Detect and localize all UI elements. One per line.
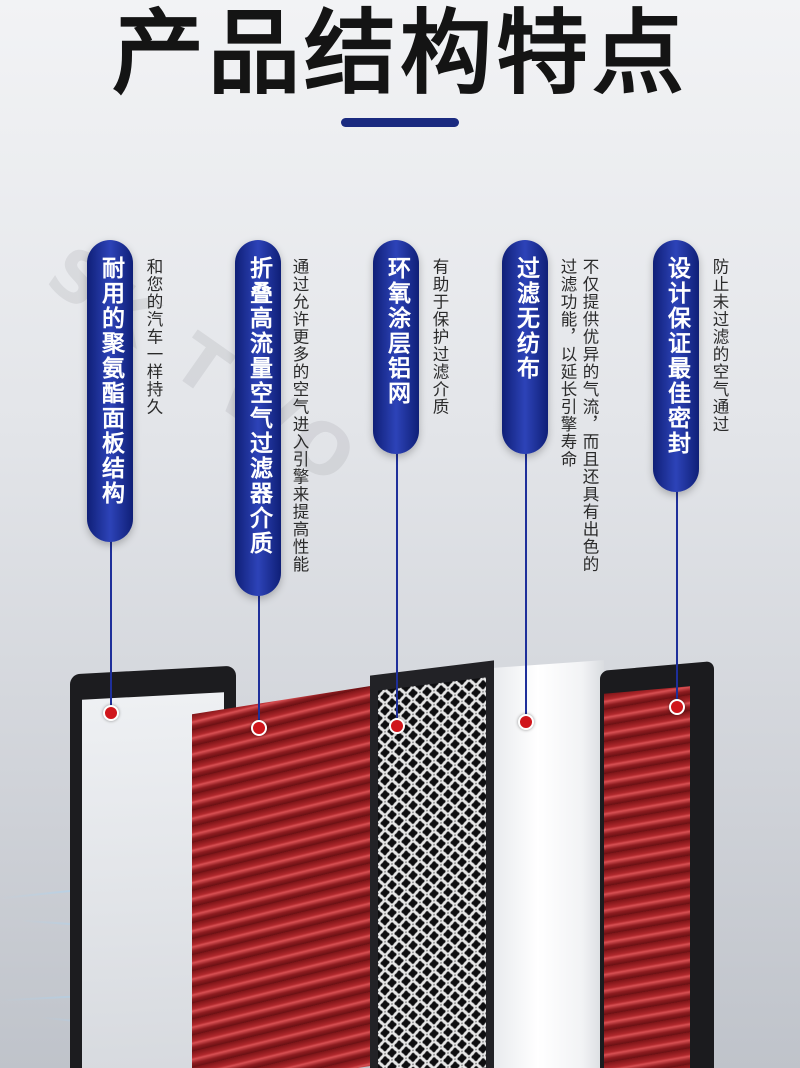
feature-4-label: 过滤无纺布 [512, 256, 539, 381]
nonwoven-cloth-layer [494, 660, 604, 1068]
feature-5-label: 设计保证最佳密封 [663, 256, 690, 456]
pleated-media-layer [192, 685, 372, 1068]
feature-4-marker [518, 714, 534, 730]
feature-3-marker [389, 718, 405, 734]
feature-3-description: 有助于保护过滤介质 [430, 258, 449, 416]
feature-5-pill: 设计保证最佳密封 [653, 240, 699, 492]
feature-1-connector [110, 540, 112, 710]
page-title: 产品结构特点 [111, 0, 688, 107]
feature-4-pill: 过滤无纺布 [502, 240, 548, 454]
feature-1-marker [103, 705, 119, 721]
feature-5-marker [669, 699, 685, 715]
feature-1-pill: 耐用的聚氨酯面板结构 [87, 240, 133, 542]
feature-3-connector [396, 452, 398, 724]
feature-2-connector [258, 594, 260, 726]
feature-4-description: 不仅提供优异的气流，而且还具有出色的过滤功能，以延长引擎寿命 [558, 258, 599, 573]
feature-2-pill: 折叠高流量空气过滤器介质 [235, 240, 281, 596]
watermark: SK TWO [32, 230, 377, 505]
feature-4-connector [525, 452, 527, 722]
feature-1-label: 耐用的聚氨酯面板结构 [97, 256, 124, 506]
feature-3-label: 环氧涂层铝网 [383, 256, 410, 406]
feature-2-description: 通过允许更多的空气进入引擎来提高性能 [290, 258, 309, 573]
sealed-media-layer [604, 686, 690, 1068]
feature-2-label: 折叠高流量空气过滤器介质 [245, 256, 272, 556]
feature-1-description: 和您的汽车一样持久 [144, 258, 163, 416]
feature-3-pill: 环氧涂层铝网 [373, 240, 419, 454]
feature-2-marker [251, 720, 267, 736]
aluminum-mesh-layer [378, 677, 486, 1068]
title-underline [341, 118, 459, 127]
feature-5-description: 防止未过滤的空气通过 [710, 258, 729, 433]
feature-5-connector [676, 490, 678, 706]
